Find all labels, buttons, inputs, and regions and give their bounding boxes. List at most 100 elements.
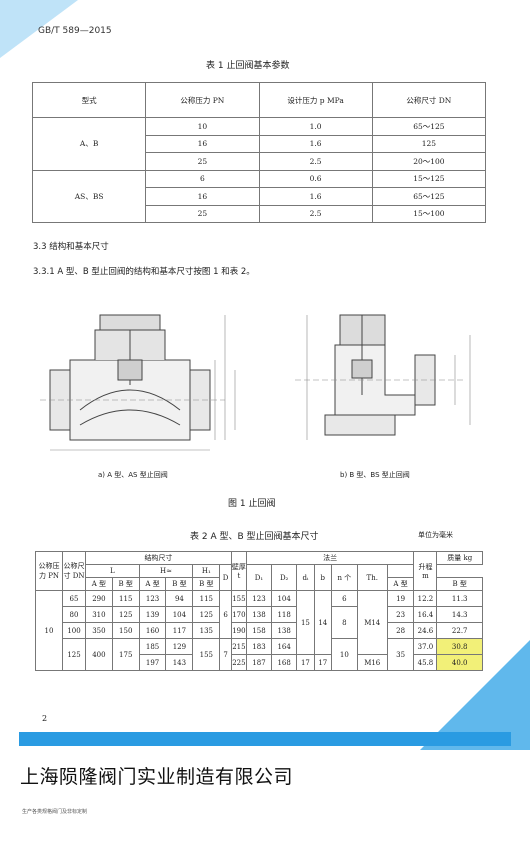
cell: 20～100 bbox=[371, 152, 487, 171]
cell: 6 bbox=[330, 590, 358, 607]
th-b-type: B 型 bbox=[192, 577, 221, 591]
cell: 104 bbox=[165, 606, 194, 623]
th-struct: 结构尺寸 bbox=[85, 551, 232, 565]
cell: 150 bbox=[111, 622, 140, 639]
wall-cell: 7 bbox=[219, 638, 232, 671]
th-a: A 型 bbox=[85, 577, 113, 591]
cell: 158 bbox=[245, 622, 273, 639]
cell: 175 bbox=[111, 638, 140, 671]
cell: 40.0 bbox=[436, 654, 483, 671]
cell: 215 bbox=[230, 638, 247, 655]
cell: 16.4 bbox=[413, 606, 438, 623]
cell: 16 bbox=[145, 134, 260, 153]
corner-decoration bbox=[0, 0, 78, 58]
section-heading: 3.3 结构和基本尺寸 bbox=[33, 242, 109, 252]
cell: 19 bbox=[386, 590, 415, 607]
cell: 125 bbox=[371, 134, 487, 153]
th-flange: 法兰 bbox=[245, 551, 415, 565]
cell: 25 bbox=[145, 152, 260, 171]
cell: 168 bbox=[271, 654, 298, 671]
cell: 1.6 bbox=[258, 134, 373, 153]
cell: 8 bbox=[330, 606, 358, 639]
cell: 100 bbox=[62, 622, 86, 639]
cell: 125 bbox=[192, 606, 221, 623]
cell: 290 bbox=[85, 590, 113, 607]
table1: 型式 公称压力 PN 设计压力 p MPa 公称尺寸 DN A、B 10 1.0… bbox=[31, 82, 487, 223]
page-number: 2 bbox=[42, 714, 48, 723]
cell: 0.6 bbox=[258, 169, 373, 188]
th-mass-b: B 型 bbox=[436, 577, 483, 591]
table2: 公称压力 PN 公称尺寸 DN 结构尺寸 壁厚 t 法兰 升程 m 质量 kg … bbox=[35, 551, 483, 671]
th-L: L bbox=[85, 564, 140, 578]
cell: 2.5 bbox=[258, 204, 373, 223]
th-wall: 壁厚 t bbox=[230, 551, 247, 591]
cell: 17 bbox=[313, 654, 332, 671]
th-H: H≈ bbox=[138, 564, 194, 578]
th-D2: D₂ bbox=[271, 564, 298, 591]
wall-cell: 6 bbox=[219, 590, 232, 639]
cell: 30.8 bbox=[436, 638, 483, 655]
th-p: 设计压力 p MPa bbox=[258, 82, 373, 118]
cell: 125 bbox=[111, 606, 140, 623]
cell: 225 bbox=[230, 654, 247, 671]
cell: 28 bbox=[386, 622, 415, 639]
cell: 65～125 bbox=[371, 187, 487, 206]
cell: 2.5 bbox=[258, 152, 373, 171]
cell: 65～125 bbox=[371, 117, 487, 136]
type-cell: AS、BS bbox=[31, 169, 147, 223]
th-mass: 质量 kg bbox=[436, 551, 483, 565]
th-D1: D₁ bbox=[245, 564, 273, 591]
cell: 23 bbox=[386, 606, 415, 623]
cell: 138 bbox=[245, 606, 273, 623]
th-b-type: B 型 bbox=[165, 577, 194, 591]
footer-note: 生产各类规格阀门及非标定制 bbox=[22, 809, 88, 815]
dn-cell: 125 bbox=[62, 638, 86, 671]
th-mass-a: A 型 bbox=[386, 577, 415, 591]
valve-drawing-b bbox=[295, 314, 471, 440]
th-type: 型式 bbox=[31, 82, 147, 118]
cell: 80 bbox=[62, 606, 86, 623]
figure-caption: 图 1 止回阀 bbox=[228, 499, 276, 509]
th-lift: 升程 m bbox=[413, 551, 438, 591]
table1-caption: 表 1 止回阀基本参数 bbox=[206, 61, 290, 71]
th-Th: Th. bbox=[356, 564, 388, 591]
cell: 22.7 bbox=[436, 622, 483, 639]
type-cell: A、B bbox=[31, 117, 147, 171]
table2-unit: 单位为毫米 bbox=[418, 531, 453, 539]
cell: 115 bbox=[111, 590, 140, 607]
cell: 187 bbox=[245, 654, 273, 671]
cell: 185 bbox=[138, 638, 167, 655]
cell: 118 bbox=[271, 606, 298, 623]
cell: 129 bbox=[165, 638, 194, 655]
cell: 143 bbox=[165, 654, 194, 671]
cell: 135 bbox=[192, 622, 221, 639]
cell: 25 bbox=[145, 204, 260, 223]
th-pn: 公称压力 PN bbox=[145, 82, 260, 118]
cell: 123 bbox=[245, 590, 273, 607]
cell: 139 bbox=[138, 606, 167, 623]
cell: 190 bbox=[230, 622, 247, 639]
cell: 1.6 bbox=[258, 187, 373, 206]
valve-drawing-a bbox=[40, 314, 236, 451]
d-cell: 15 bbox=[296, 590, 315, 655]
cell: 14.3 bbox=[436, 606, 483, 623]
figure-a-label: a) A 型、AS 型止回阀 bbox=[98, 471, 168, 479]
cell: 10 bbox=[145, 117, 260, 136]
cell: 115 bbox=[192, 590, 221, 607]
cell: M16 bbox=[356, 654, 388, 671]
cell: 117 bbox=[165, 622, 194, 639]
cell: 15～125 bbox=[371, 169, 487, 188]
cell: 123 bbox=[138, 590, 167, 607]
blue-band bbox=[19, 732, 511, 746]
cell: 11.3 bbox=[436, 590, 483, 607]
th-cell: M14 bbox=[356, 590, 388, 655]
cell: 164 bbox=[271, 638, 298, 655]
n-cell: 10 bbox=[330, 638, 358, 671]
cell: 155 bbox=[230, 590, 247, 607]
cell: 17 bbox=[296, 654, 315, 671]
th-b: b bbox=[313, 564, 332, 591]
cell: 400 bbox=[85, 638, 113, 671]
cell: 65 bbox=[62, 590, 86, 607]
cell: 197 bbox=[138, 654, 167, 671]
figure-b-label: b) B 型、BS 型止回阀 bbox=[340, 471, 410, 479]
